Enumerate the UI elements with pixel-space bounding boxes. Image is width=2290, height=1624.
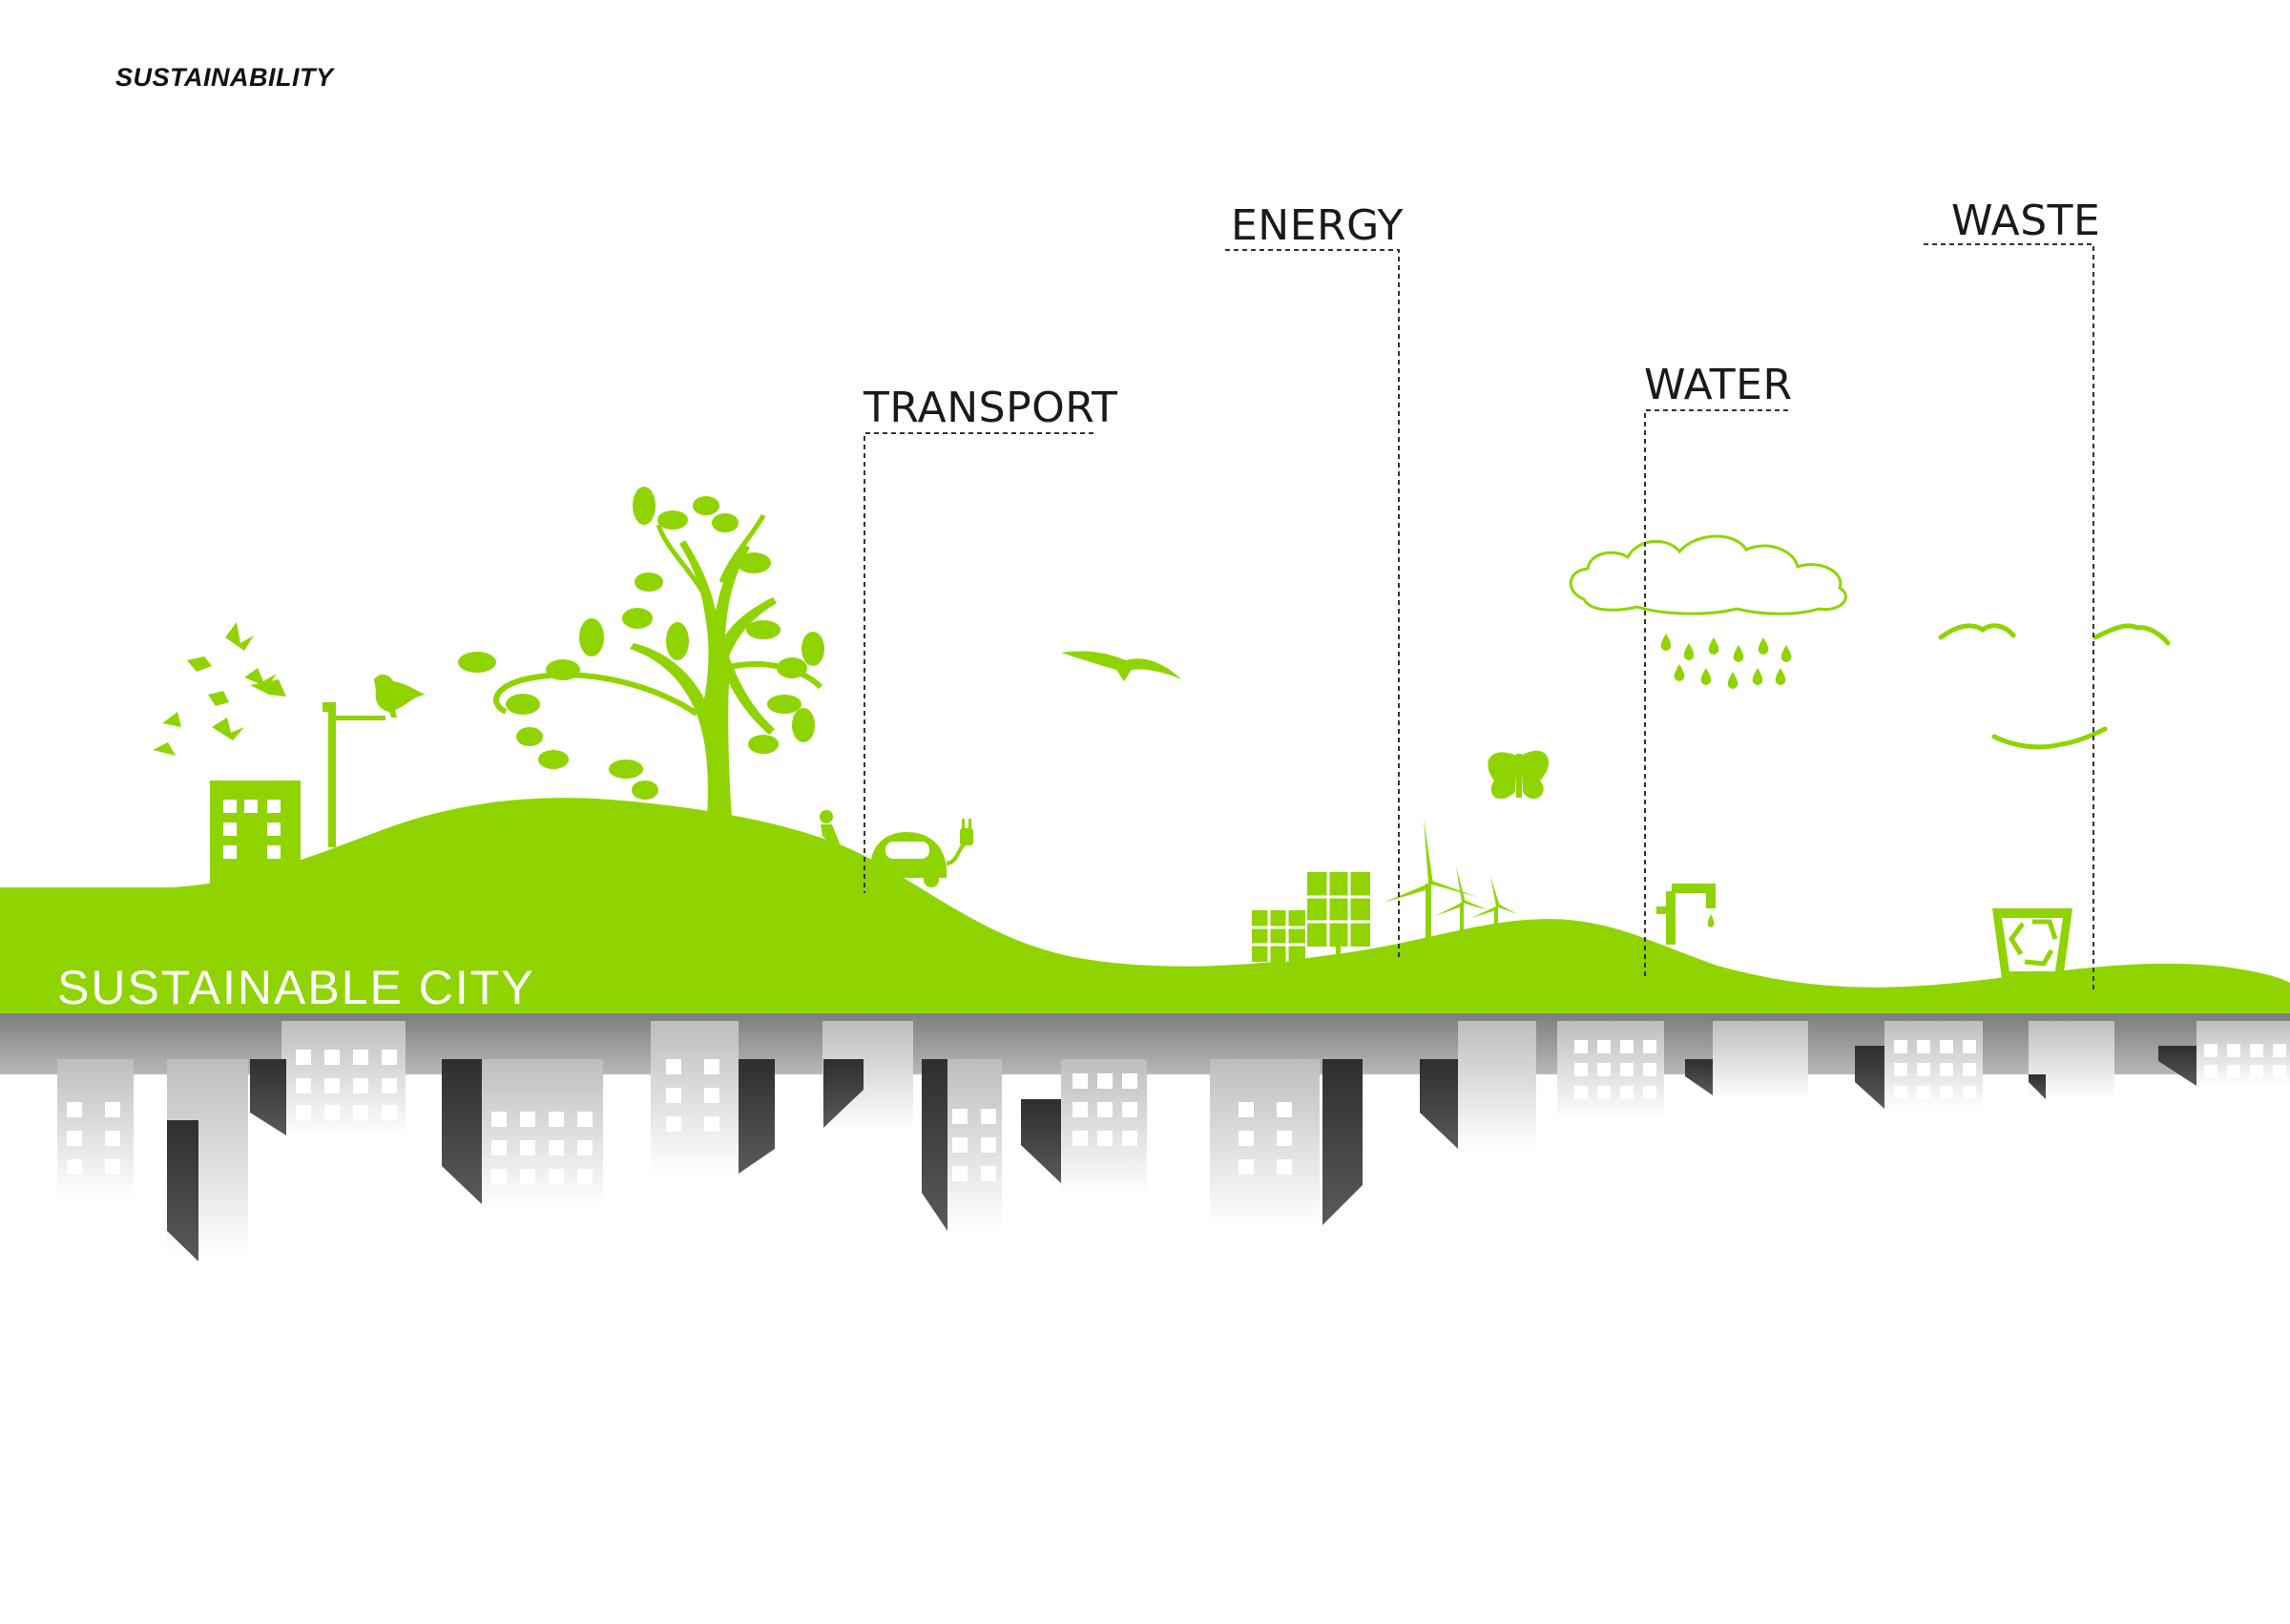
wind-turbine-icon — [1471, 876, 1517, 941]
plug-icon — [960, 819, 973, 845]
dark-building — [739, 1059, 775, 1174]
dark-building — [2158, 1046, 2196, 1086]
energy-leader-line — [1225, 249, 1400, 960]
wind-turbine-icon — [1384, 819, 1477, 945]
light-building — [57, 1059, 134, 1197]
raindrop-icon — [1727, 672, 1738, 689]
dark-building — [823, 1059, 864, 1128]
green-hills — [0, 798, 2290, 1013]
light-building — [651, 1021, 739, 1174]
raindrop-icon — [1700, 668, 1712, 685]
dark-building — [167, 1120, 198, 1261]
recycle-bin-icon — [1992, 908, 2072, 979]
label-transport: TRANSPORT — [864, 384, 1118, 432]
dark-building — [1685, 1059, 1713, 1095]
tree-icon — [458, 487, 824, 832]
raindrop-icon — [1708, 637, 1719, 655]
raindrop-icon — [1775, 668, 1786, 685]
bird-icon — [1991, 726, 2108, 750]
dark-building — [1021, 1099, 1061, 1183]
bird-icon — [374, 674, 426, 718]
bird-flock — [153, 622, 286, 756]
raindrop-icon — [1758, 637, 1769, 655]
bird-icon — [208, 691, 229, 706]
raindrop-icon — [1733, 645, 1744, 662]
waste-leader-line — [1924, 243, 2094, 992]
label-waste: WASTE — [1951, 197, 2101, 245]
water-leader-line — [1644, 409, 1788, 977]
light-building — [1458, 1021, 1536, 1149]
solar-panel-icon — [1252, 910, 1305, 973]
street-lamp-icon — [323, 702, 385, 847]
bird-icon — [162, 712, 181, 727]
bird-icon — [1061, 651, 1181, 681]
building-windows — [67, 1040, 2286, 1184]
bird-icon — [225, 622, 254, 651]
dark-building — [2029, 1074, 2046, 1099]
cyclist-icon — [805, 810, 857, 878]
building-icon — [210, 781, 301, 887]
dark-building — [1420, 1059, 1458, 1149]
faucet-icon — [1656, 884, 1716, 945]
electric-car-icon — [870, 832, 968, 887]
bird-icon — [212, 718, 244, 740]
bird-icon — [153, 742, 176, 756]
solar-panel-icon — [1307, 872, 1370, 964]
raindrop-icon — [1660, 634, 1672, 651]
butterfly-icon — [1488, 750, 1550, 800]
raindrop-icon — [1683, 643, 1695, 660]
light-building — [482, 1059, 603, 1207]
dark-building — [1855, 1046, 1884, 1109]
light-building — [1713, 1021, 1808, 1099]
cloud-icon — [1569, 534, 1847, 615]
reflected-city — [0, 1013, 2290, 1261]
bird-icon — [187, 656, 212, 672]
dark-building — [922, 1059, 947, 1231]
bird-icon — [250, 679, 286, 697]
leader-lines — [864, 243, 2094, 992]
dark-building — [1322, 1059, 1363, 1225]
raindrop-icon — [1752, 668, 1763, 685]
dark-building — [250, 1059, 286, 1135]
raindrop-icon — [1674, 664, 1685, 681]
bird-icon — [1938, 623, 2016, 640]
transport-leader-line — [864, 432, 1093, 893]
seagulls — [1938, 623, 2171, 750]
dark-building — [442, 1059, 482, 1204]
light-building — [1210, 1059, 1320, 1226]
label-energy: ENERGY — [1231, 201, 1404, 250]
bird-icon — [2092, 623, 2171, 646]
page-title: SUSTAINABILITY — [115, 63, 334, 92]
raindrop-icon — [1780, 645, 1792, 662]
label-water: WATER — [1644, 361, 1793, 409]
raindrops — [1660, 634, 1792, 689]
wind-turbine-icon — [1435, 866, 1488, 941]
sustainable-city-banner: SUSTAINABLE CITY — [57, 961, 535, 1014]
